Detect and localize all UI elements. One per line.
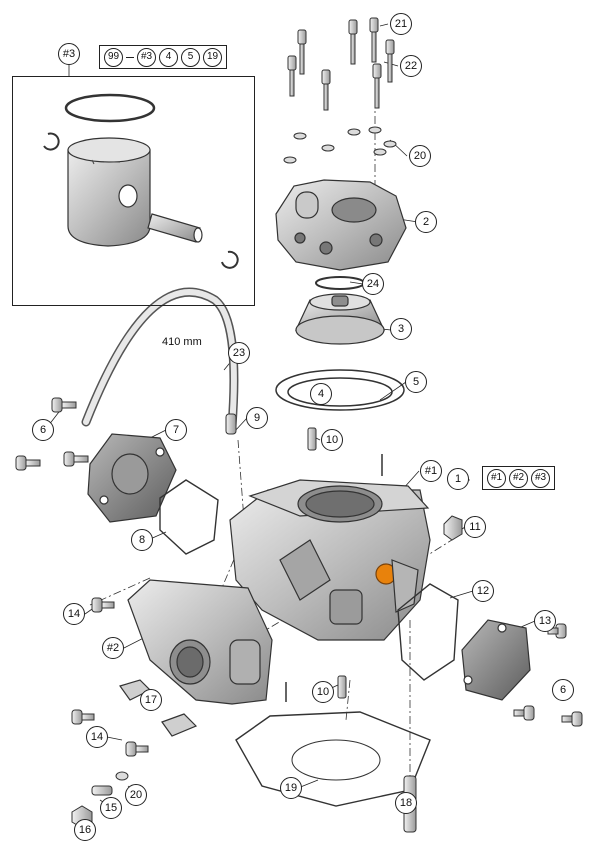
callout-18[interactable]: 18 xyxy=(395,792,417,814)
exhaust-control-cover-right xyxy=(461,619,531,701)
callout-17[interactable]: 17 xyxy=(140,689,162,711)
cover-gasket-left xyxy=(159,479,219,555)
combustion-chamber-insert xyxy=(295,293,385,345)
head-washers xyxy=(283,126,397,164)
inset-label-callout[interactable]: #3 xyxy=(58,43,80,65)
cyl-ref-item-2[interactable]: #2 xyxy=(509,468,528,488)
callout-21[interactable]: 21 xyxy=(390,13,412,35)
callout-12[interactable]: 12 xyxy=(472,580,494,602)
callout-8[interactable]: 8 xyxy=(131,529,153,551)
cyl-ref-item-1[interactable]: #1 xyxy=(487,468,506,488)
pin-15 xyxy=(91,785,113,796)
head-bolts xyxy=(283,17,397,164)
callout-14-top[interactable]: 14 xyxy=(63,603,85,625)
circlip-right xyxy=(221,250,239,269)
callout-10-top[interactable]: 10 xyxy=(321,429,343,451)
callout-4[interactable]: 4 xyxy=(310,383,332,405)
hose-nipple xyxy=(225,413,237,435)
callout-10-bottom[interactable]: 10 xyxy=(312,681,334,703)
piston-pin xyxy=(147,213,203,243)
callout-23[interactable]: 23 xyxy=(228,342,250,364)
callout-19[interactable]: 19 xyxy=(280,777,302,799)
callout-1-ref[interactable]: #1 xyxy=(420,460,442,482)
callout-20-bottom[interactable]: 20 xyxy=(125,784,147,806)
callout-1[interactable]: 1 xyxy=(447,468,469,490)
callout-14-bottom[interactable]: 14 xyxy=(86,726,108,748)
lever-plates xyxy=(119,679,198,737)
dowel-pin-bottom xyxy=(337,675,347,699)
screws-right xyxy=(513,623,583,727)
ref-item-1[interactable]: #3 xyxy=(137,47,156,67)
piston-inset-frame xyxy=(12,76,255,306)
screws-14 xyxy=(71,597,149,757)
cylinder-body xyxy=(229,479,431,641)
ref-item-2[interactable]: 4 xyxy=(159,47,178,67)
callout-13[interactable]: 13 xyxy=(534,610,556,632)
ref-connector xyxy=(126,56,134,58)
callout-2-ref[interactable]: #2 xyxy=(102,637,124,659)
callout-22[interactable]: 22 xyxy=(400,55,422,77)
cylinder-head-cover xyxy=(275,179,407,271)
callout-7[interactable]: 7 xyxy=(165,419,187,441)
piston-ring xyxy=(64,93,156,123)
callout-5[interactable]: 5 xyxy=(405,371,427,393)
ref-item-4[interactable]: 19 xyxy=(203,47,222,67)
callout-11[interactable]: 11 xyxy=(464,516,486,538)
dowel-pin-top xyxy=(307,427,317,451)
piston-reference-group: 99 #3 4 5 19 xyxy=(99,45,227,69)
callout-99[interactable]: 99 xyxy=(104,47,123,67)
head-seal-ring-outer xyxy=(275,369,405,411)
callout-24[interactable]: 24 xyxy=(362,273,384,295)
circlip-left xyxy=(43,132,60,151)
exhaust-valve-housing xyxy=(127,579,273,705)
cover-gasket-right xyxy=(397,583,459,681)
piston-inset-artwork xyxy=(43,93,239,269)
cyl-ref-item-3[interactable]: #3 xyxy=(531,468,550,488)
washer-20-bottom xyxy=(115,771,129,781)
cylinder-reference-group: #1 #2 #3 xyxy=(482,466,555,490)
callout-9[interactable]: 9 xyxy=(246,407,268,429)
callout-15[interactable]: 15 xyxy=(100,797,122,819)
callout-20-top[interactable]: 20 xyxy=(409,145,431,167)
cylinder-base-gasket xyxy=(235,711,431,807)
screws-left xyxy=(15,397,89,471)
head-seal-ring-inner xyxy=(287,377,393,407)
hose-length-label: 410 mm xyxy=(162,336,202,348)
banjo-bolt xyxy=(443,515,463,541)
callout-6-right[interactable]: 6 xyxy=(552,679,574,701)
callout-3[interactable]: 3 xyxy=(390,318,412,340)
piston xyxy=(67,137,151,247)
coolant-hose xyxy=(81,287,239,431)
callout-6-left[interactable]: 6 xyxy=(32,419,54,441)
callout-2[interactable]: 2 xyxy=(415,211,437,233)
callout-16[interactable]: 16 xyxy=(74,819,96,841)
ref-item-3[interactable]: 5 xyxy=(181,47,200,67)
exhaust-control-cover-left xyxy=(87,433,177,523)
